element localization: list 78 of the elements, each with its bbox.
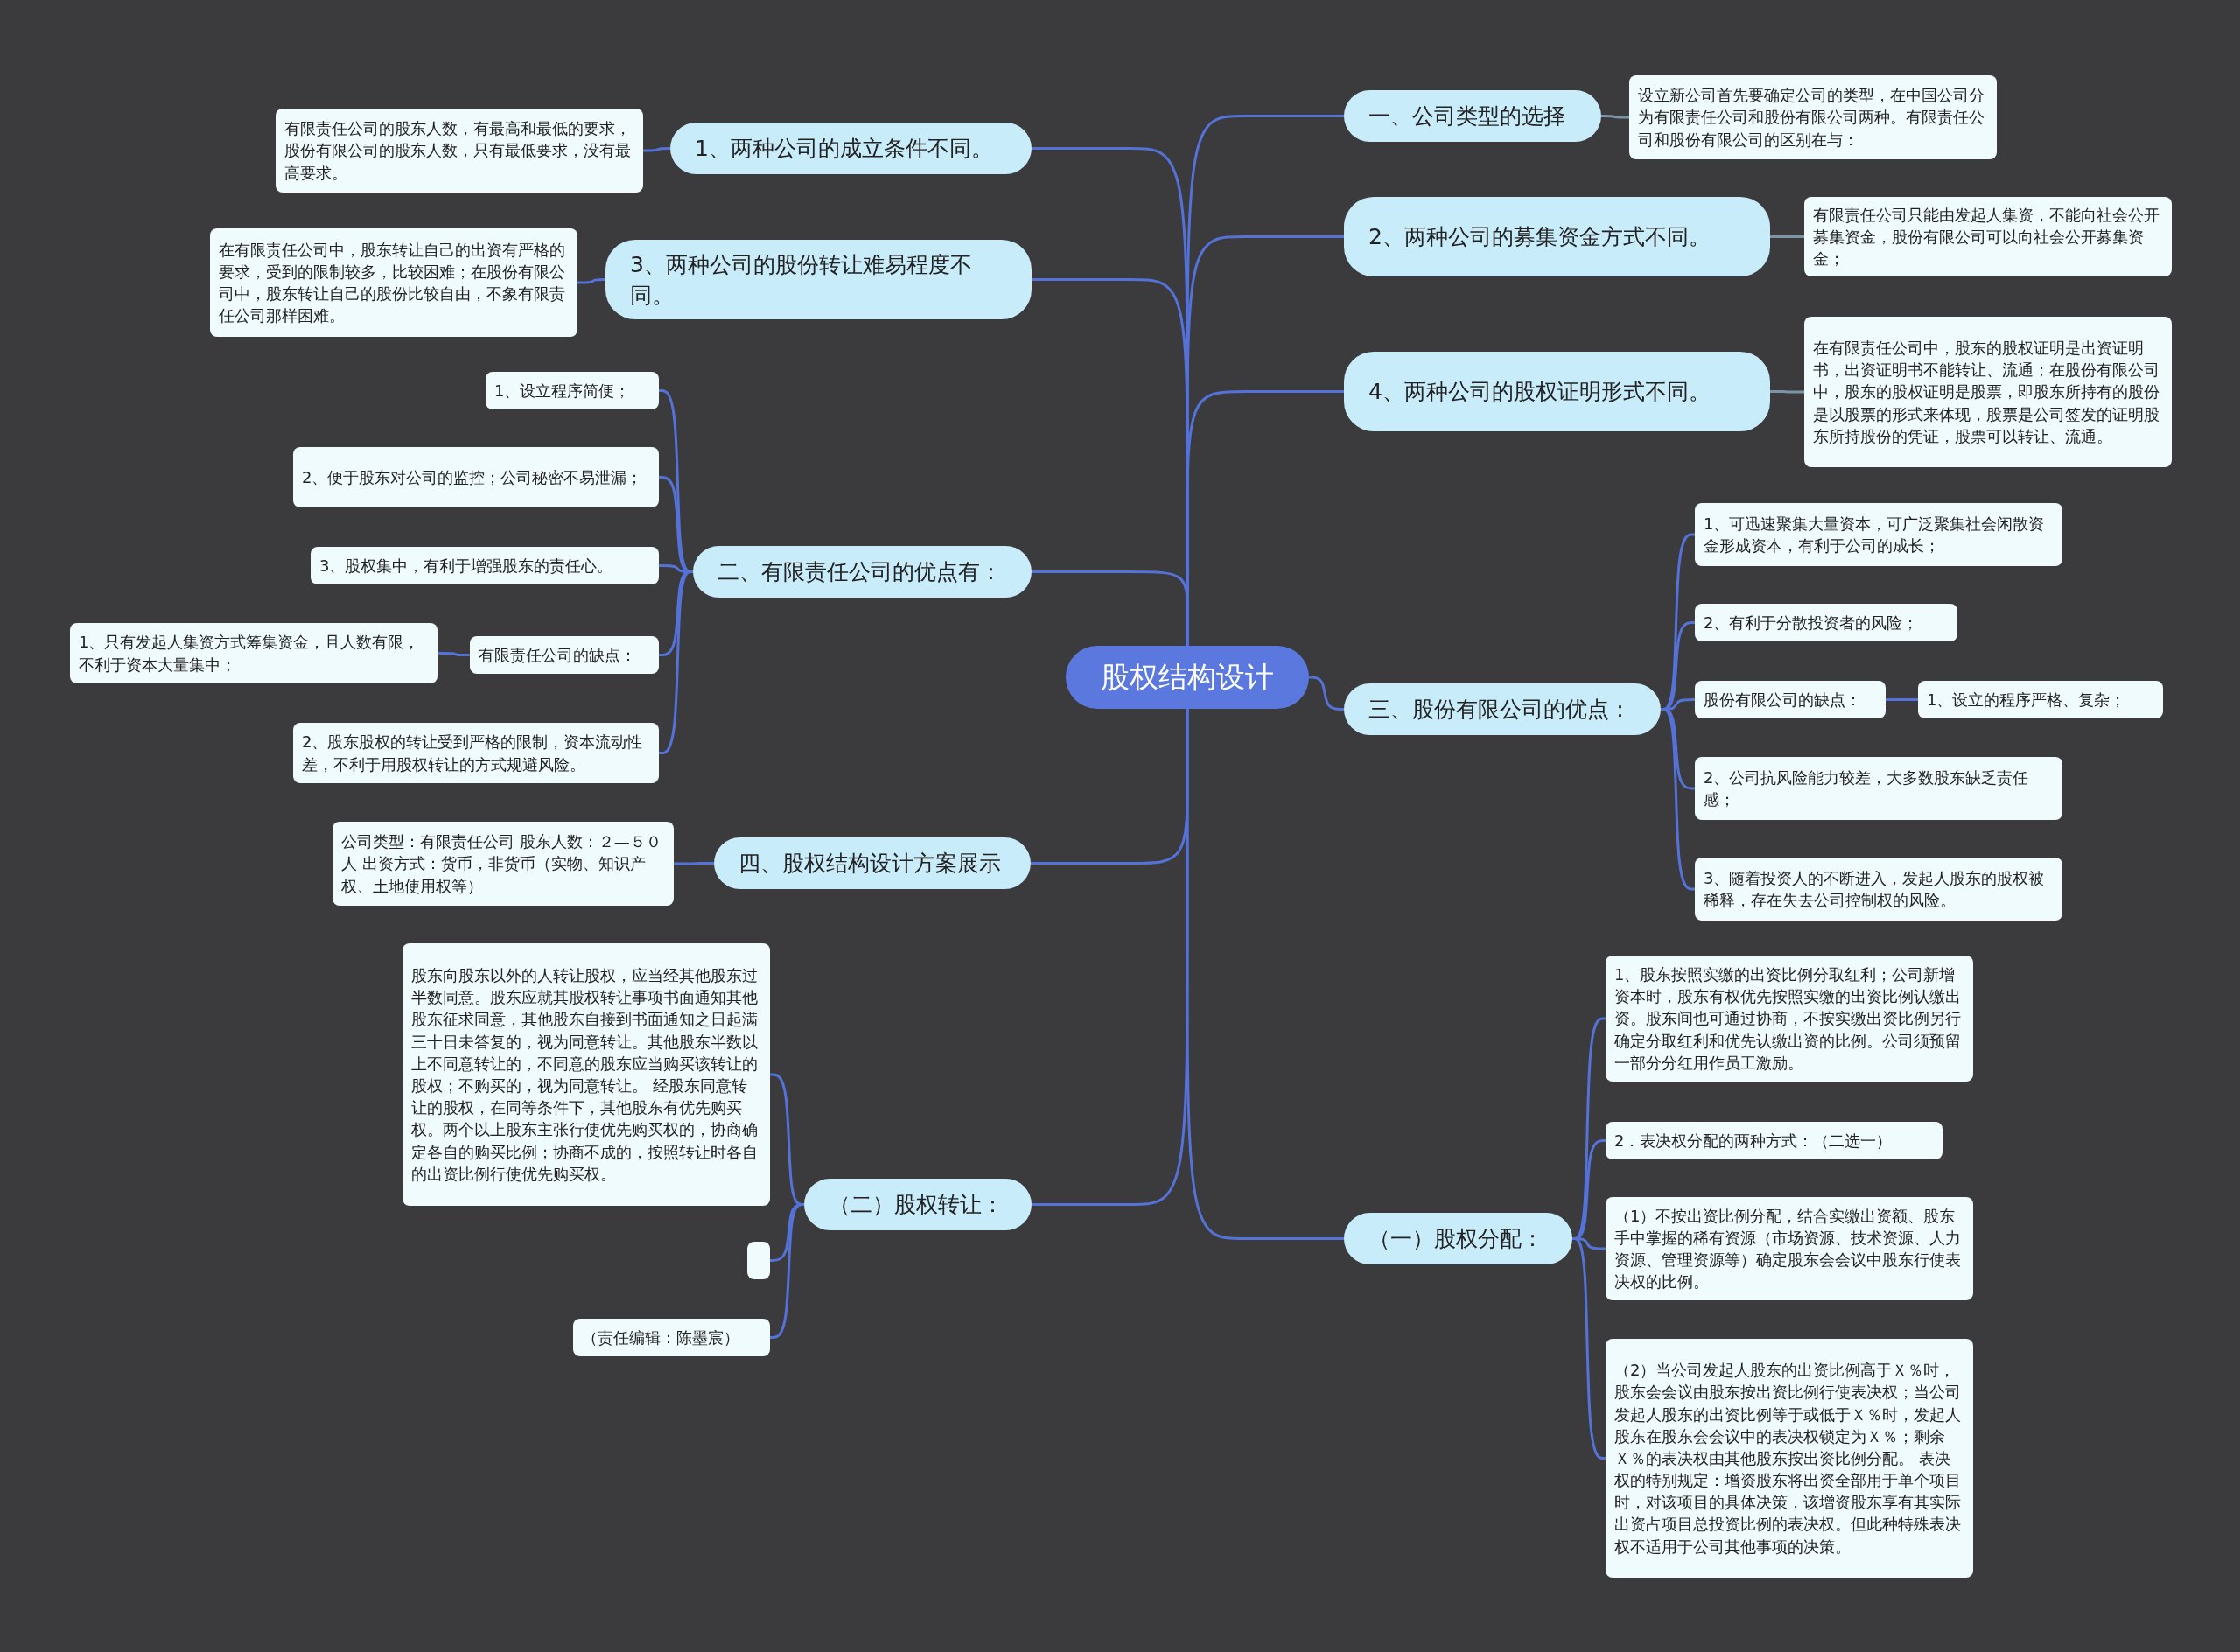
node-text: 在有限责任公司中，股东转让自己的出资有严格的要求，受到的限制较多，比较困难；在股份有限公司中，股东转让自己的股份比较自由，不象有限责任公司那样困难。: [219, 239, 566, 327]
note-card: [470, 636, 659, 674]
node-text: 设立新公司首先要确定公司的类型，在中国公司分为有限责任公司和股份有限公司两种。有限责任公司和股份有限公司的区别在与：: [1638, 85, 1985, 150]
note-card: [1606, 956, 1973, 1082]
note-card: [1695, 858, 2062, 920]
node-text: 3、股权集中，有利于增强股东的责任心。: [319, 555, 613, 577]
node-text: 公司类型：有限责任公司 股东人数：２—５０人 出资方式：货币，非货币（实物、知识产权、土地使用权等）: [341, 831, 662, 897]
note-card: [332, 822, 674, 906]
note-card: [311, 547, 659, 584]
node-text: 2．表决权分配的两种方式：（二选一）: [1614, 1130, 1893, 1152]
connector-line: [1661, 708, 1695, 891]
node-text: 2、公司抗风险能力较差，大多数股东缺乏责任感；: [1704, 766, 2030, 810]
node-text: 3、随着投资人的不断进入，发起人股东的股权被稀释，存在失去公司控制权的风险。: [1704, 867, 2046, 911]
connector-line: [1770, 235, 1804, 238]
connector-line: [1032, 709, 1189, 1206]
connector-line: [674, 862, 714, 865]
connector-line: [1309, 676, 1344, 710]
note-card: [1695, 604, 1957, 641]
topic-title: 股权结构设计: [1101, 658, 1274, 696]
connector-line: [643, 147, 670, 152]
note-card: [1804, 317, 2172, 467]
note-card: [293, 723, 659, 783]
note-card: [70, 623, 438, 683]
note-card: [210, 228, 578, 337]
note-card: [276, 108, 643, 192]
connector-line: [1032, 570, 1189, 646]
connector-line: [1770, 390, 1804, 394]
node-text: 四、股权结构设计方案展示: [738, 850, 1001, 878]
note-card: [1629, 75, 1997, 159]
node-text: 股东向股东以外的人转让股权，应当经其他股东过半数同意。股东应就其股权转让事项书面通知其他股东征求同意，其他股东自接到书面通知之日起满三十日未答复的，视为同意转让。其他股东半数以上不同意转让的，不同意的股东应当购买该转让的股权；不购买的，视为同意转让。 经股东同意转让的股权，在同等条件下，其他股东有优先购买权。两个以上股东主张行使优先购买权的，协商确定各自的购买比例；协商不成的，按照转让时各自的出资比例行使优先购买权。: [411, 965, 759, 1185]
node-text: 一、公司类型的选择: [1368, 102, 1565, 130]
node-text: 2、有利于分散投资者的风险；: [1704, 612, 1919, 634]
note-card: [1606, 1122, 1942, 1159]
node-text: 1、只有发起人集资方式筹集资金，且人数有限，不利于资本大量集中；: [79, 632, 421, 676]
node-text: 2、股东股权的转让受到严格的限制，资本流动性差，不利于用股权转让的方式规避风险。: [302, 732, 644, 775]
connector-line: [1886, 698, 1918, 701]
node-text: 1、股东按照实缴的出资比例分取红利；公司新增资本时，股东有权优先按照实缴的出资比例认缴出资。股东间也可通过协商，不按实缴出资比例另行确定分取红利和优先认缴出资的比例。公司须预留一部分分红用作员工激励。: [1614, 964, 1962, 1074]
connector-line: [659, 570, 693, 754]
connector-line: [1601, 115, 1629, 119]
note-card: [1695, 681, 1886, 718]
node-text: 1、可迅速聚集大量资本，可广泛聚集社会闲散资金形成资本，有利于公司的成长；: [1704, 513, 2046, 556]
connector-line: [770, 1203, 804, 1339]
node-text: 在有限责任公司中，股东的股权证明是出资证明书，出资证明书不能转让、流通；在股份有限公司中，股东的股权证明是股票，即股东所持有的股份是以股票的形式来体现，股票是公司签发的证明股东所持股份的凭证，股票可以转让、流通。: [1813, 338, 2160, 447]
node-text: 有限责任公司只能由发起人集资，不能向社会公开募集资金，股份有限公司可以向社会公开募集资金；: [1813, 204, 2160, 270]
topic-pill: [1344, 197, 1770, 276]
note-card: [1918, 681, 2163, 718]
connector-line: [578, 278, 606, 284]
node-text: （责任编辑：陈墨宸）: [582, 1326, 739, 1348]
connector-line: [1572, 1237, 1606, 1460]
note-card: [486, 372, 659, 410]
note-card: [1804, 197, 2172, 276]
node-text: 3、两种公司的股份转让难易程度不同。: [630, 250, 973, 310]
topic-pill: [1344, 352, 1770, 431]
node-text: （二）股权转让：: [829, 1191, 1004, 1219]
node-text: 1、两种公司的成立条件不同。: [695, 135, 993, 163]
topic-pill: [606, 240, 1032, 319]
connector-line: [438, 652, 470, 656]
note-card: [1606, 1339, 1973, 1578]
note-card: [293, 447, 659, 508]
note-card: [573, 1319, 770, 1356]
node-text: 三、股份有限公司的优点：: [1368, 696, 1631, 724]
node-text: 股份有限公司的缺点：: [1704, 689, 1861, 710]
note-card: [402, 943, 770, 1206]
note-card: [1695, 503, 2062, 566]
node-text: 2、两种公司的募集资金方式不同。: [1368, 223, 1711, 251]
node-text: 有限责任公司的股东人数，有最高和最低的要求，股份有限公司的股东人数，只有最低要求，没有最高要求。: [284, 118, 632, 184]
node-text: （2）当公司发起人股东的出资比例高于Ｘ％时，股东会会议由股东按出资比例行使表决权；当公司发起人股东的出资比例等于或低于Ｘ％时，发起人股东在股东会会议中的表决权锁定为Ｘ％；剩余Ｘ％的表决权由其他股东按出资比例分配。 表决权的特别规定：增资股东将出资全部用于单个项目时，对该项目的具体决策，该增资股东享有其实际出资占项目总投资比例的表决权。但此种特殊表决权不适用于公司其他事项的决策。: [1614, 1360, 1962, 1558]
node-text: 2、便于股东对公司的监控；公司秘密不易泄漏；: [302, 466, 643, 488]
node-text: 1、设立的程序严格、复杂；: [1927, 689, 2126, 710]
node-text: 二、有限责任公司的优点有：: [718, 558, 1002, 586]
node-text: （1）不按出资比例分配，结合实缴出资额、股东手中掌握的稀有资源（市场资源、技术资源、人力资源、管理资源等）确定股东会会议中股东行使表决权的比例。: [1614, 1205, 1962, 1293]
note-card: [1695, 757, 2062, 820]
node-text: 4、两种公司的股权证明形式不同。: [1368, 378, 1711, 406]
node-text: （一）股权分配：: [1368, 1225, 1544, 1253]
node-text: 有限责任公司的缺点：: [479, 644, 636, 666]
empty-card: [747, 1242, 770, 1279]
node-text: 1、设立程序简便；: [494, 380, 631, 402]
note-card: [1606, 1197, 1973, 1300]
